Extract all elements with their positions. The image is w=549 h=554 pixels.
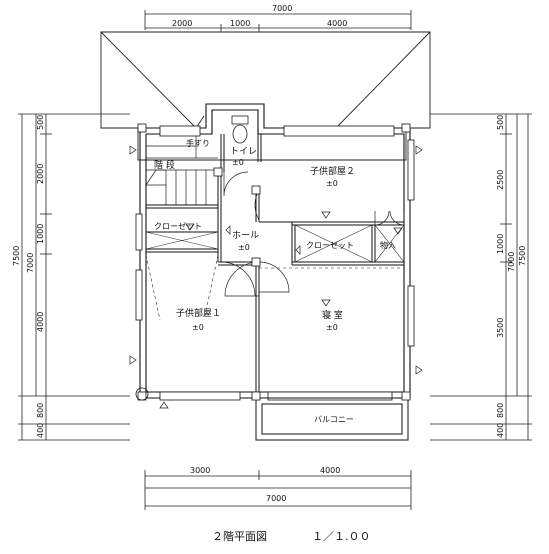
- left-dim-4: 4000: [36, 312, 45, 332]
- left-inner-dim: 7000: [26, 253, 35, 273]
- right-dim-1: 500: [496, 115, 505, 130]
- top-dim-1: 2000: [172, 19, 192, 28]
- interior-walls: [146, 134, 404, 392]
- bottom-total-dim: 7000: [266, 494, 286, 503]
- plan-title: ２階平面図: [212, 529, 267, 543]
- room-level-bedroom: ±0: [326, 323, 338, 332]
- left-dim-1: 500: [36, 115, 45, 130]
- room-label-bedroom: 寝 室: [322, 309, 343, 321]
- top-dim-2: 1000: [230, 19, 250, 28]
- room-level-child-room-2: ±0: [326, 179, 338, 188]
- left-dim-5: 800: [36, 403, 45, 418]
- room-label-hall: ホール: [232, 230, 259, 241]
- left-dim-3: 1000: [36, 224, 45, 244]
- room-label-closet-right: クローゼット: [306, 240, 354, 250]
- right-dim-5: 800: [496, 403, 505, 418]
- closet-x-marks: [145, 224, 405, 263]
- top-dim-3: 4000: [327, 19, 347, 28]
- column-markers: [135, 123, 411, 401]
- room-label-closet-left: クローゼット: [154, 221, 202, 231]
- room-label-handrail: 手すり: [186, 138, 210, 148]
- room-level-child-room-1: ±0: [192, 323, 204, 332]
- room-label-toilet: トイレ: [230, 147, 257, 157]
- room-label-storage: 物入: [380, 240, 396, 250]
- bottom-dim-2: 4000: [320, 466, 340, 475]
- top-total-dim: 7000: [272, 4, 292, 13]
- direction-markers: [129, 145, 423, 409]
- exterior-walls: [139, 103, 411, 399]
- left-dim-2: 2000: [36, 164, 45, 184]
- right-dim-2: 2500: [496, 170, 505, 190]
- right-inner-dim: 7000: [507, 252, 516, 272]
- top-dimensions: [144, 10, 412, 32]
- right-dim-6: 400: [496, 423, 505, 438]
- room-label-balcony: バルコニー: [314, 415, 354, 424]
- plan-scale: １／１.００: [312, 530, 371, 543]
- left-total-dim: 7500: [12, 246, 21, 266]
- roof-outline: [100, 31, 431, 161]
- right-dimensions: [430, 113, 532, 441]
- staircase: [145, 134, 218, 205]
- right-dim-3: 1000: [496, 234, 505, 254]
- windows: [135, 125, 415, 401]
- right-total-dim: 7500: [518, 246, 527, 266]
- right-dim-4: 3500: [496, 318, 505, 338]
- room-level-toilet: ±0: [232, 158, 244, 167]
- left-dimensions: [18, 113, 130, 441]
- bottom-dim-1: 3000: [190, 466, 210, 475]
- room-label-child-room-2: 子供部屋２: [310, 165, 355, 177]
- balcony-outline: [255, 397, 409, 441]
- room-level-hall: ±0: [238, 243, 250, 252]
- room-label-stairs: 階 段: [154, 159, 175, 171]
- toilet-fixture: [231, 115, 249, 144]
- dashed-lines: [145, 254, 404, 321]
- bottom-dimensions: [144, 470, 412, 510]
- room-label-child-room-1: 子供部屋１: [176, 307, 221, 319]
- left-dim-6: 400: [36, 423, 45, 438]
